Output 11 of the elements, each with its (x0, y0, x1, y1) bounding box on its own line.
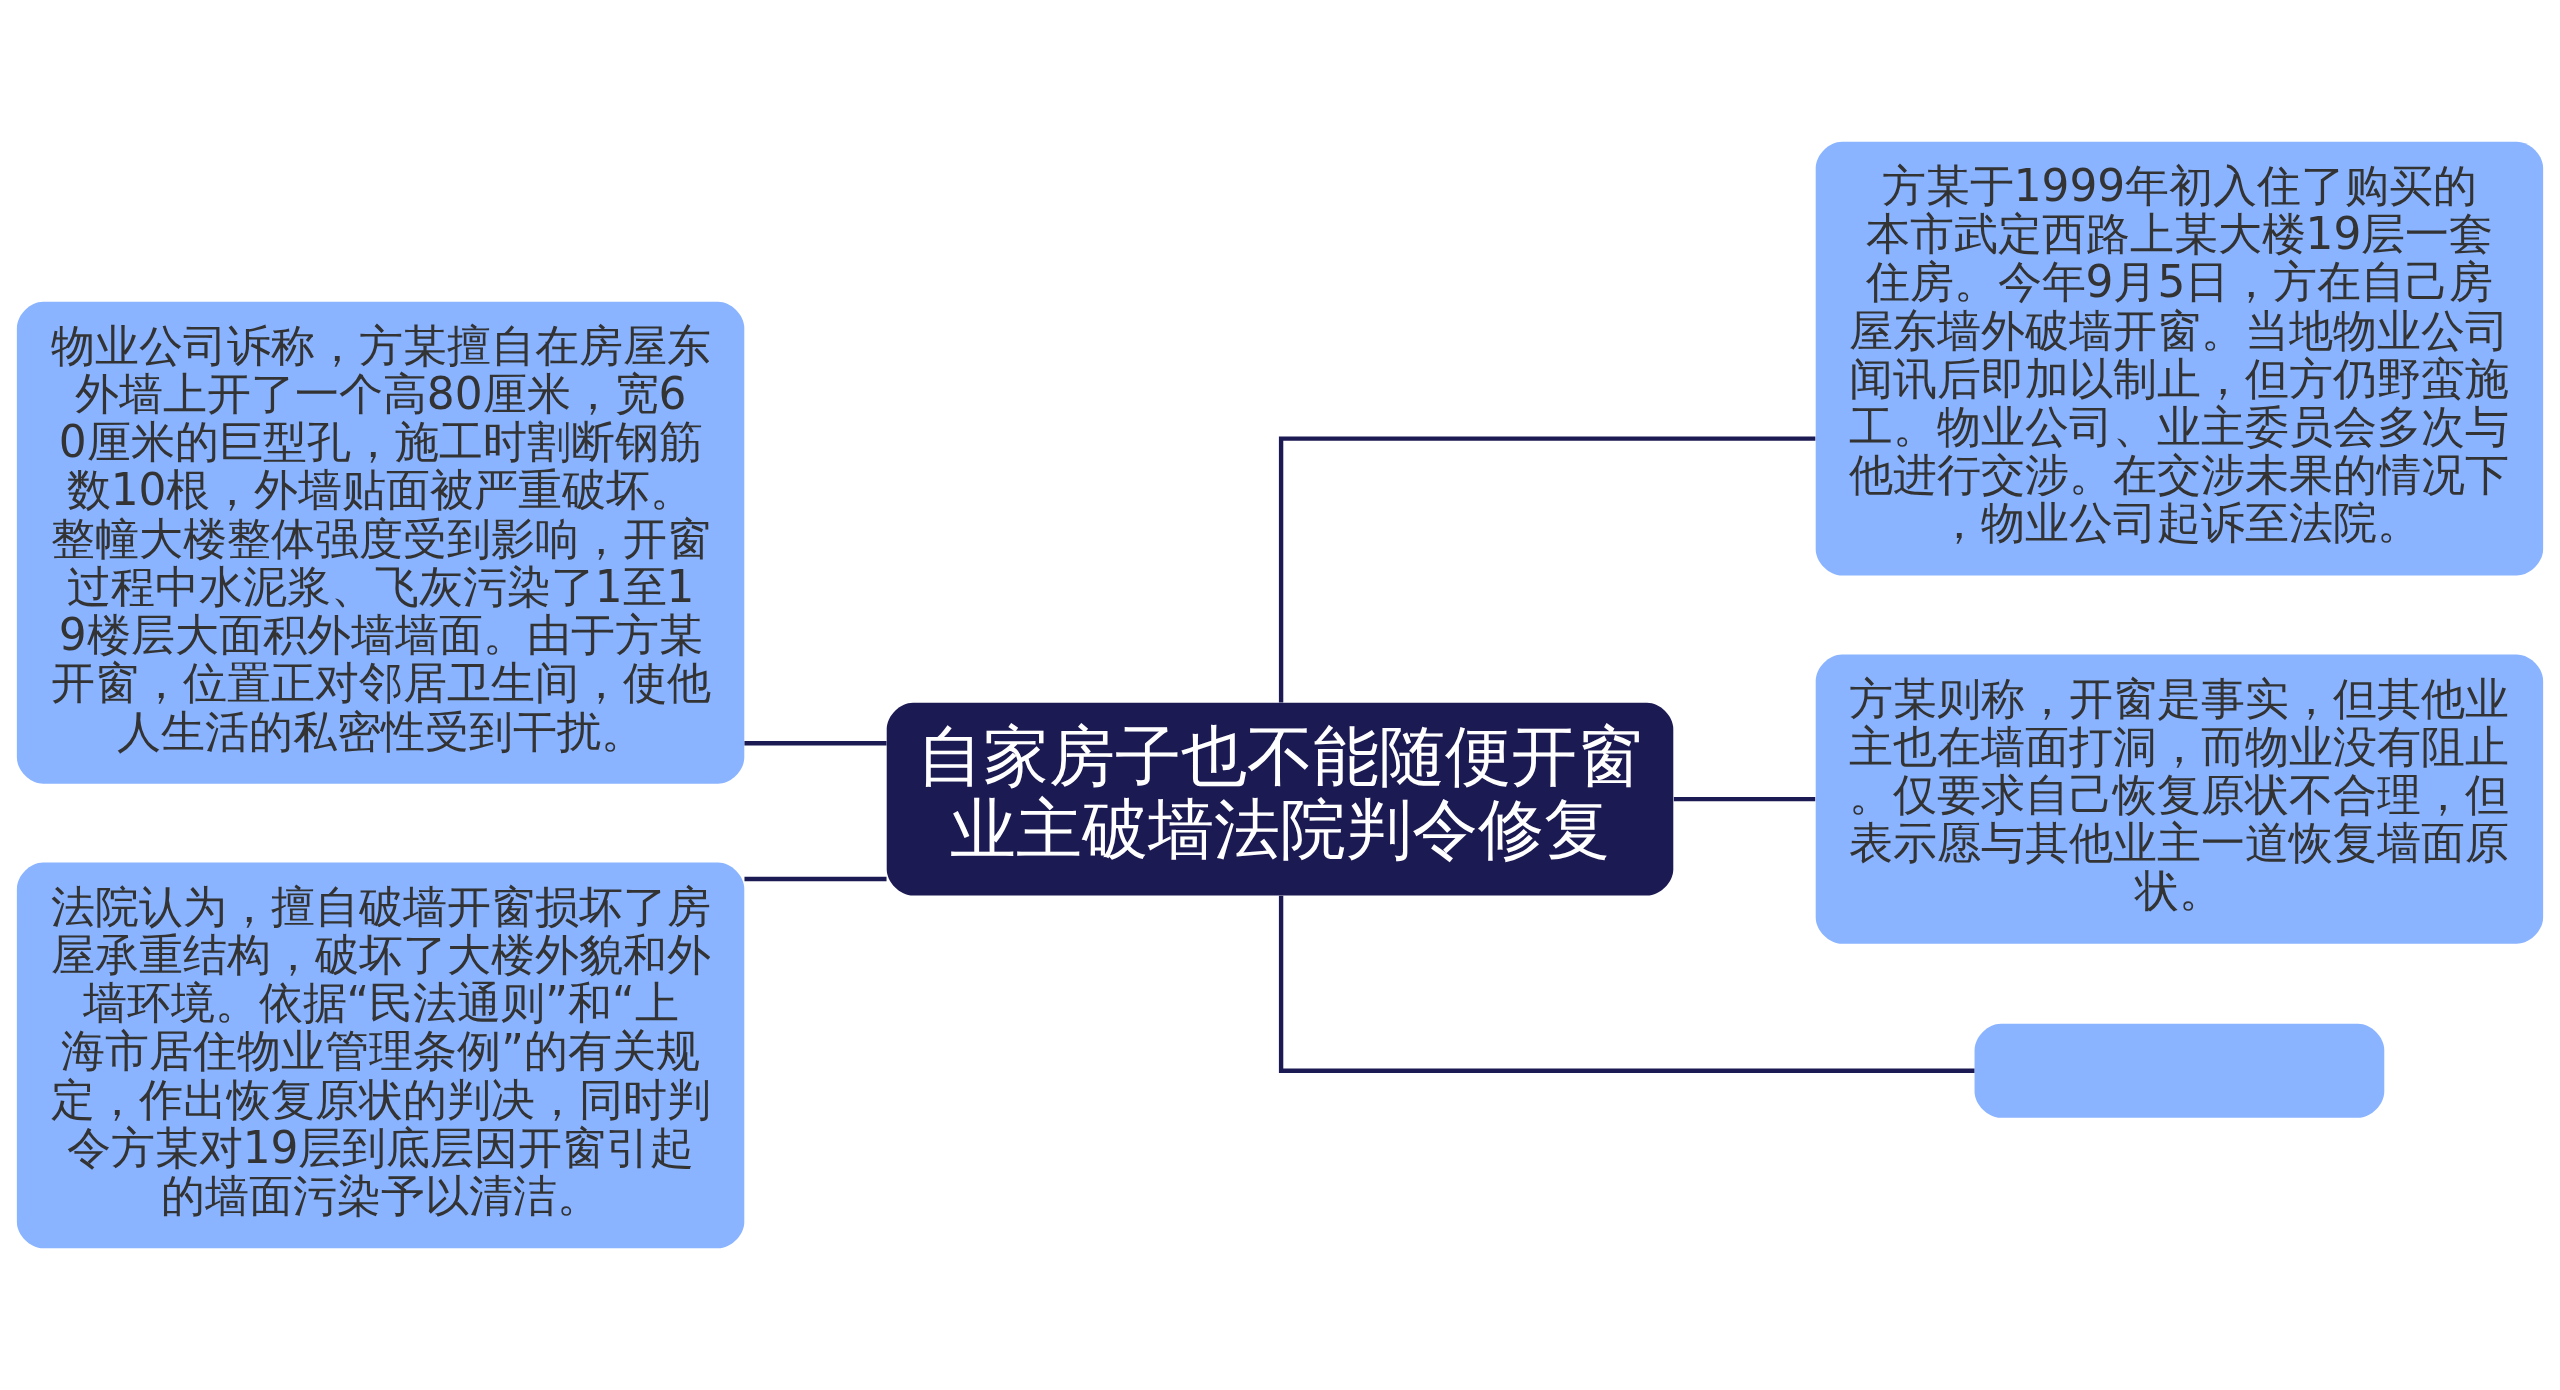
connector (744, 741, 887, 746)
node-box: 自家房子也不能随便开窗业主破墙法院判令修复 (886, 702, 1674, 896)
connector (744, 876, 887, 882)
node-box: 方某则称，开窗是事实，但其他业主也在墙面打洞，而物业没有阻止。仅要求自己恢复原状不合理，但表示愿与其他业主一道恢复墙面原状。 (1815, 654, 2544, 944)
connector (1673, 796, 1816, 802)
node-box (1974, 1023, 2385, 1118)
connector (1278, 436, 1816, 703)
node-box: 法院认为，擅自破墙开窗损坏了房屋承重结构，破坏了大楼外貌和外墙环境。依据“民法通则”和“上海市居住物业管理条例”的有关规定，作出恢复原状的判决，同时判令方某对19层到底层因开窗引起的墙面污染予以清洁。 (16, 862, 745, 1249)
connector (1278, 895, 1975, 1073)
node-box: 物业公司诉称，方某擅自在房屋东外墙上开了一个高80厘米，宽60厘米的巨型孔，施工时割断钢筋数10根，外墙贴面被严重破坏。整幢大楼整体强度受到影响，开窗过程中水泥浆、飞灰污染了1至19楼层大面积外墙墙面。由于方某开窗，位置正对邻居卫生间，使他人生活的私密性受到干扰。 (16, 301, 745, 784)
node-box: 方某于1999年初入住了购买的本市武定西路上某大楼19层一套住房。今年9月5日，方在自己房屋东墙外破墙开窗。当地物业公司闻讯后即加以制止，但方仍野蛮施工。物业公司、业主委员会多次与他进行交涉。在交涉未果的情况下，物业公司起诉至法院。 (1815, 141, 2544, 576)
